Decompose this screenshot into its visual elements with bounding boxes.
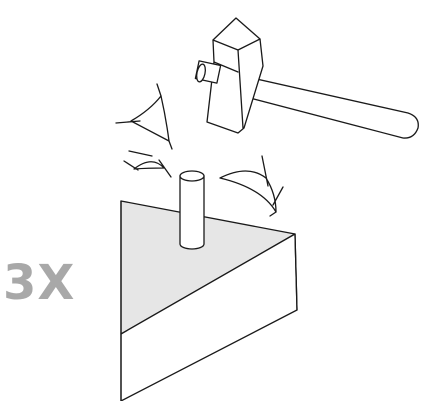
hammer-icon [194,17,419,139]
block-surface [120,200,298,402]
repeat-count-label: 3X [3,255,76,311]
nail-pin [179,170,205,250]
impact-arcs [115,83,284,217]
